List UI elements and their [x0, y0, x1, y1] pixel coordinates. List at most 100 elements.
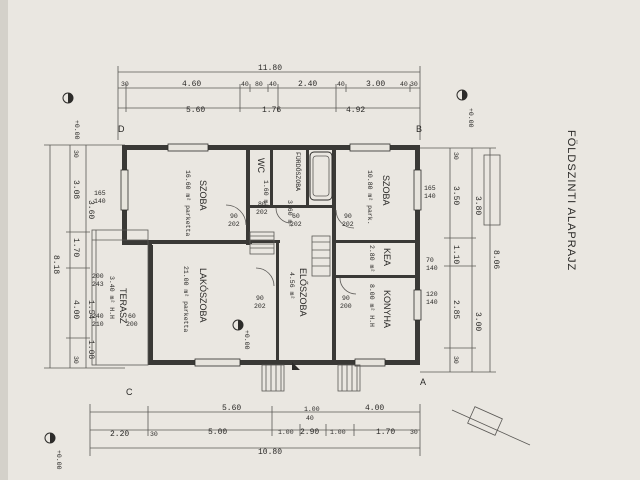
svg-text:202: 202: [256, 209, 268, 216]
svg-text:+0.00: +0.00: [467, 108, 474, 128]
room-name: ELŐSZOBA: [298, 268, 308, 317]
dim-label: 3.50: [451, 186, 460, 205]
dim-label: 1.00: [330, 429, 346, 436]
svg-text:90: 90: [256, 295, 264, 302]
dim-label: 1.70: [71, 238, 80, 257]
room-area: 3.60 m²: [286, 200, 293, 227]
dim-label: 1.70: [376, 428, 395, 437]
entrance-steps: [261, 362, 361, 392]
dim-label: 2.85: [451, 300, 460, 319]
room-area: 8.00 m² H.H: [368, 284, 375, 327]
opening-label: 240: [92, 313, 104, 320]
dim-label: 1.00: [304, 406, 320, 413]
opening-label: 70: [426, 257, 434, 264]
opening-label: 140: [94, 198, 106, 205]
dim-label: 80: [255, 81, 263, 88]
dim-label: 30: [452, 152, 459, 160]
opening-label: 165: [94, 190, 106, 197]
dim-label: 3.60: [86, 200, 95, 219]
opening-label: 200: [92, 273, 104, 280]
dim-label: 30: [452, 356, 459, 364]
dim-label: 5.00: [208, 428, 227, 437]
room-area: 10.80 m² park.: [366, 170, 373, 225]
svg-text:90: 90: [344, 213, 352, 220]
room-area: 1.60 m²: [262, 180, 269, 207]
opening-label: 243: [92, 281, 104, 288]
dim-label: 30: [410, 81, 418, 88]
terrace-outline: [91, 229, 149, 366]
svg-text:+0.00: +0.00: [73, 120, 80, 140]
svg-text:+0.00: +0.00: [243, 330, 250, 350]
opening-label: 140: [426, 265, 438, 272]
svg-text:200: 200: [340, 303, 352, 310]
dim-label: 5.60: [222, 404, 241, 413]
dim-label: 4.92: [346, 106, 365, 115]
door-labels: 90 202 80 202 60 202 90 202 90 202 90 20…: [126, 201, 354, 328]
room-name: KEA: [382, 248, 392, 266]
room-area: 4.56 m²: [288, 272, 295, 299]
room-name: WC: [256, 158, 266, 173]
dim-label: 4.00: [365, 404, 384, 413]
corner-label-d: D: [118, 124, 125, 134]
drawing-title: FÖLDSZINTI ALAPRAJZ: [565, 130, 577, 271]
corner-label-a: A: [420, 377, 426, 387]
dim-label: 30: [410, 429, 418, 436]
svg-text:202: 202: [254, 303, 266, 310]
svg-text:90: 90: [342, 295, 350, 302]
bathtub-icon: [309, 151, 333, 201]
elevation-marker: +0.00: [456, 89, 474, 128]
dim-label: 2.90: [300, 428, 319, 437]
dim-label: 2.40: [298, 80, 317, 89]
opening-label: 140: [424, 193, 436, 200]
door-swings: [225, 204, 357, 295]
corner-label-b: B: [416, 124, 422, 134]
dim-label: 3.80: [473, 196, 482, 215]
dim-label: 3.00: [366, 80, 385, 89]
dim-label: 30: [72, 150, 79, 158]
bottom-overall-dim: 10.80: [258, 448, 282, 457]
elevation-marker: +0.00: [62, 92, 80, 140]
svg-text:+0.00: +0.00: [55, 450, 62, 470]
room-name: SZOBA: [381, 175, 391, 206]
opening-label: 120: [426, 291, 438, 298]
corner-label-c: C: [126, 387, 133, 397]
room-area: 16.60 m² parketta: [184, 170, 191, 236]
section-mark: [451, 406, 531, 446]
room-area: 21.00 m² parketta: [182, 266, 189, 332]
left-overall-dim: 8.18: [51, 255, 60, 274]
svg-text:202: 202: [290, 221, 302, 228]
dim-label: 40: [241, 81, 249, 88]
dim-label: 1.76: [262, 106, 281, 115]
svg-text:60: 60: [292, 213, 300, 220]
elevation-marker: +0.00: [232, 319, 250, 350]
svg-text:60: 60: [128, 313, 136, 320]
room-name: LAKÓSZOBA: [198, 268, 208, 323]
dim-label: 1.00: [278, 429, 294, 436]
dim-label: 1.08: [86, 340, 95, 359]
dim-label: 40: [269, 81, 277, 88]
room-name: FÜRDŐSZOBA: [294, 152, 302, 191]
dim-label: 40: [337, 81, 345, 88]
dim-label: 30: [150, 431, 158, 438]
dim-label: 30: [72, 356, 79, 364]
dim-label: 40: [306, 415, 314, 422]
windows: [120, 143, 422, 367]
opening-label: 165: [424, 185, 436, 192]
dim-label: 4.60: [182, 80, 201, 89]
svg-text:202: 202: [342, 221, 354, 228]
dim-label: 2.20: [110, 430, 129, 439]
room-name: SZOBA: [198, 180, 208, 211]
bottom-dimensions: 5.60 4.00 40 1.00 2.20 30 5.00 1.00 2.90…: [89, 404, 421, 457]
room-area: 3.40 m² H.H: [108, 276, 115, 319]
room-labels: SZOBA 16.60 m² parketta SZOBA 10.80 m² p…: [108, 152, 392, 332]
room-name: KONYHA: [382, 290, 392, 328]
right-dimensions: 30 3.50 1.10 2.85 30 3.80 3.00 8.06 165 …: [420, 147, 501, 373]
opening-label: 140: [426, 299, 438, 306]
top-dimensions: 11.80 30 4.60 40 80 40 2.40 40 3.00 40 3…: [117, 64, 421, 140]
dim-label: 30: [121, 81, 129, 88]
svg-text:202: 202: [228, 221, 240, 228]
right-overall-dim: 8.06: [491, 250, 500, 269]
room-name: TERASZ: [118, 288, 128, 324]
svg-text:90: 90: [230, 213, 238, 220]
